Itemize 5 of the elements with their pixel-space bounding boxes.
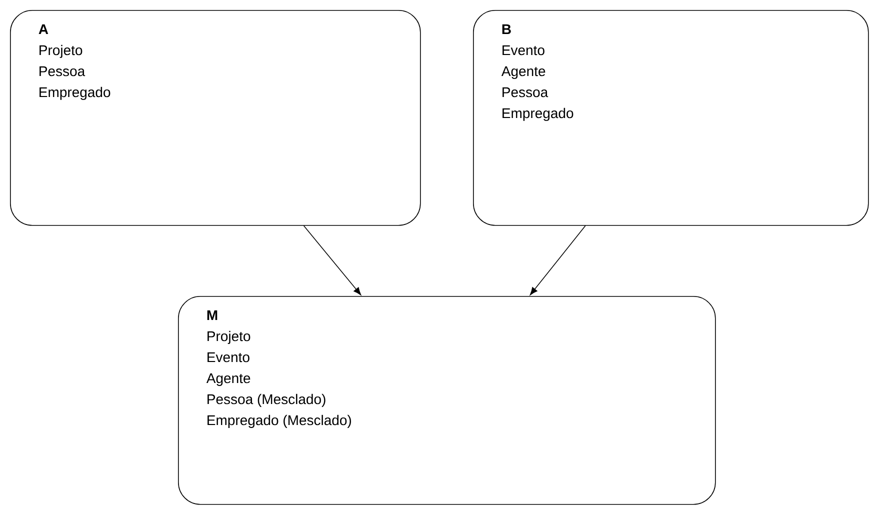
rounded-box: A Projeto Pessoa Empregado [10, 10, 421, 226]
arrow [303, 225, 362, 296]
rounded-box: M Projeto Evento Agente Pessoa (Mesclado) Empregado (Mesclado) [178, 296, 716, 505]
arrow [530, 225, 586, 296]
rounded-box: B Evento Agente Pessoa Empregado [473, 10, 869, 226]
